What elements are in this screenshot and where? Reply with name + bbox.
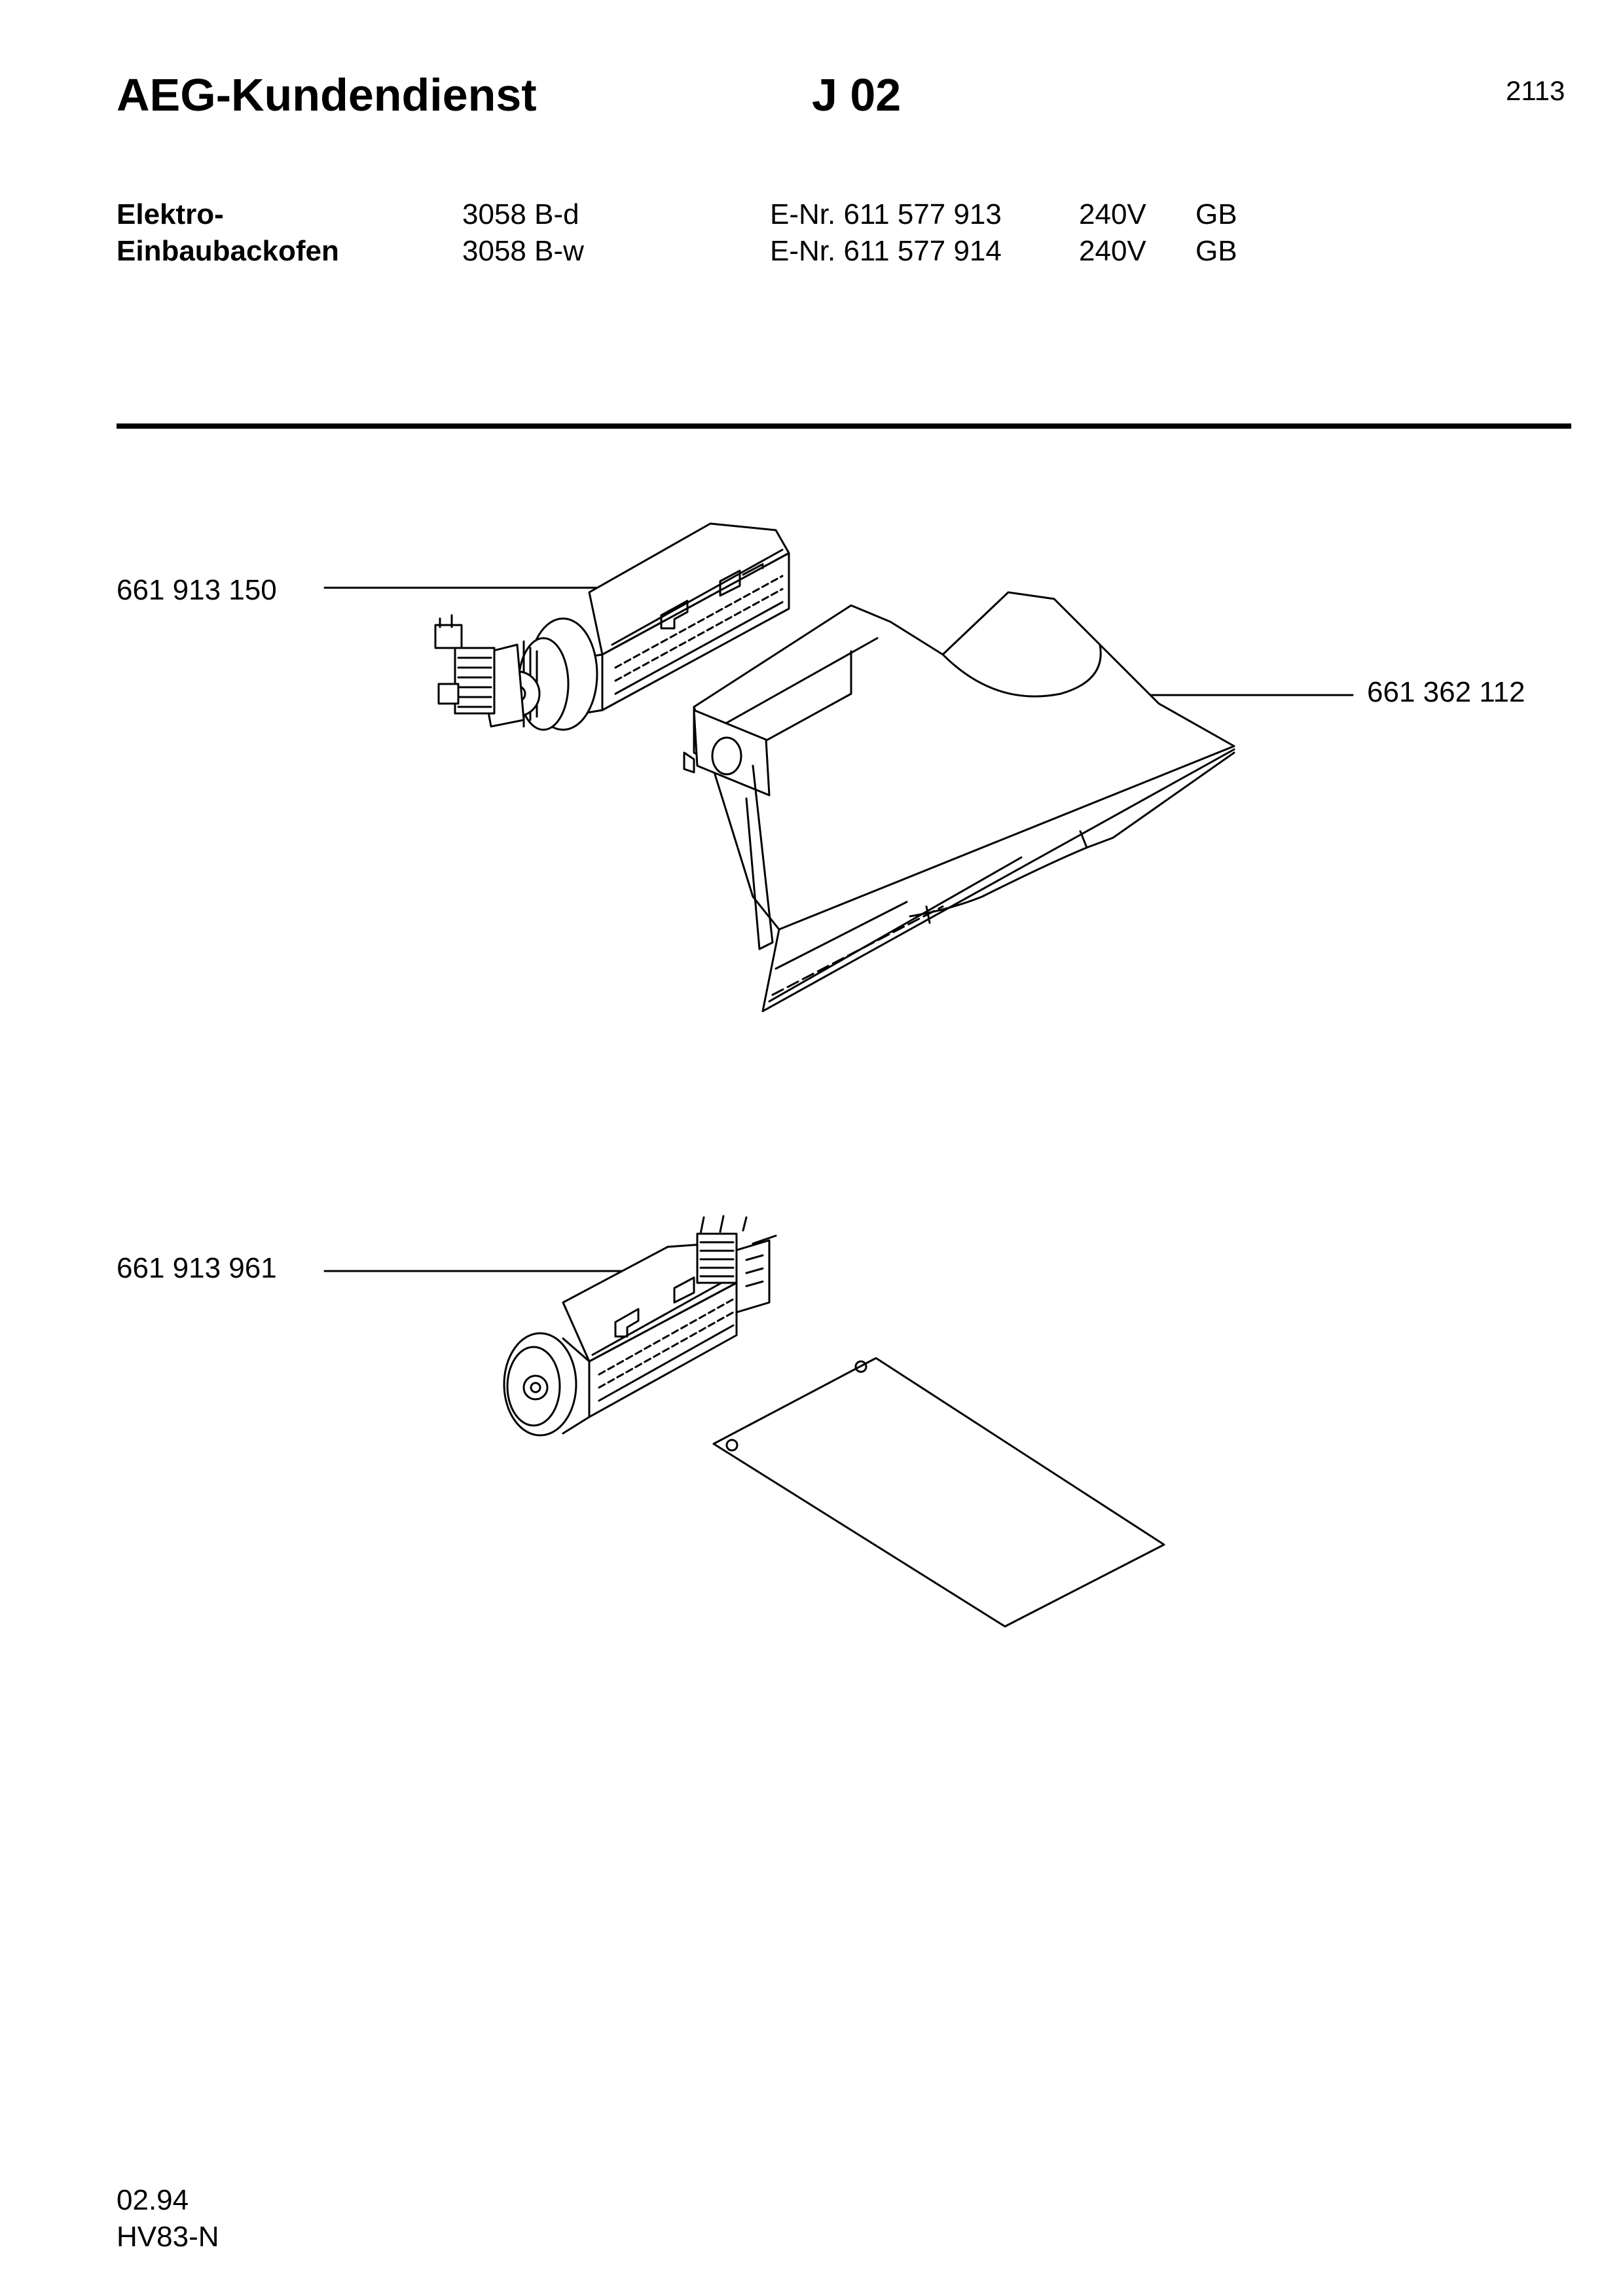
sheet-code: J 02 (812, 69, 902, 120)
product-name-line2: Einbaubackofen (117, 235, 339, 267)
part-label: 661 362 112 (1367, 676, 1525, 708)
variant-model: 3058 B-d (462, 198, 579, 230)
part-label: 661 913 150 (117, 574, 277, 606)
page-number: 2113 (1506, 75, 1565, 106)
variant-model: 3058 B-w (462, 235, 584, 267)
variant-enr: E-Nr. 611 577 914 (770, 235, 1002, 267)
tangential-fan-motor-icon (503, 1215, 777, 1437)
variant-country: GB (1195, 198, 1237, 230)
fan-duct-housing-icon (683, 591, 1235, 1013)
tangential-fan-motor-icon (434, 522, 790, 731)
variant-enr: E-Nr. 611 577 913 (770, 198, 1002, 230)
part-label: 661 913 961 (117, 1252, 277, 1284)
variant-voltage: 240V (1079, 235, 1146, 267)
flat-plate-icon (712, 1357, 1165, 1628)
variant-voltage: 240V (1079, 198, 1146, 230)
brand-title: AEG-Kundendienst (117, 69, 537, 120)
footer-code: HV83-N (117, 2221, 219, 2253)
footer-date: 02.94 (117, 2184, 189, 2216)
product-name-line1: Elektro- (117, 198, 224, 230)
header-separator (117, 423, 1571, 429)
variant-country: GB (1195, 235, 1237, 267)
